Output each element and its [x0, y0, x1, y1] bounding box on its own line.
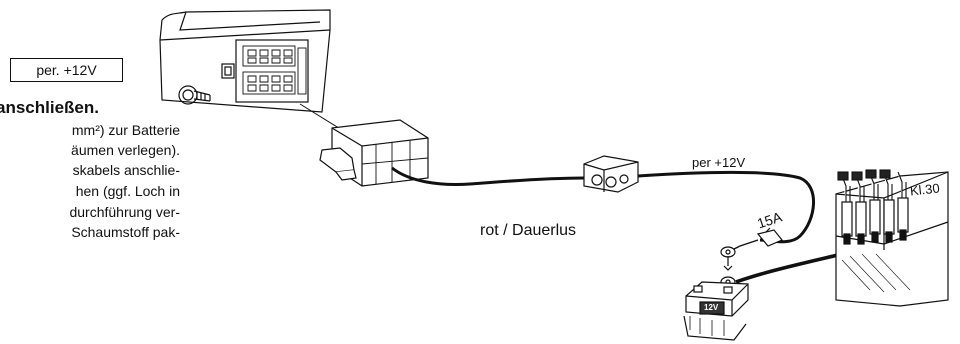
fuse-slot-row [841, 197, 909, 245]
antenna-plug-icon [178, 85, 211, 105]
battery-label: 12V [704, 303, 719, 312]
instruction-line: skabels anschlie- [72, 162, 180, 178]
instruction-line: mm²) zur Batterie [71, 122, 180, 138]
terminal-label: Kl.30 [909, 180, 941, 199]
instruction-heading: anschließen. [0, 98, 99, 117]
inline-fuse-holder [583, 155, 639, 193]
instruction-line: durchführung ver- [69, 204, 180, 220]
iso-adapter-plug [319, 119, 429, 187]
battery-icon [683, 281, 749, 341]
inserted-fuses [837, 169, 907, 202]
instruction-line: hen (ggf. Loch in [75, 183, 180, 199]
instruction-line: Schaumstoff pak- [71, 224, 180, 240]
permanent-12v-label: per. +12V [36, 62, 97, 78]
wire-caption: rot / Dauerlus [480, 222, 577, 239]
radio-chassis [159, 9, 331, 113]
permanent-12v-label-box: per. +12V [10, 58, 123, 82]
instruction-line: äumen verlegen). [71, 142, 180, 158]
fuse-15a [756, 227, 783, 247]
cable-label: per +12V [692, 155, 746, 170]
kl30-terminal-block [835, 169, 949, 307]
